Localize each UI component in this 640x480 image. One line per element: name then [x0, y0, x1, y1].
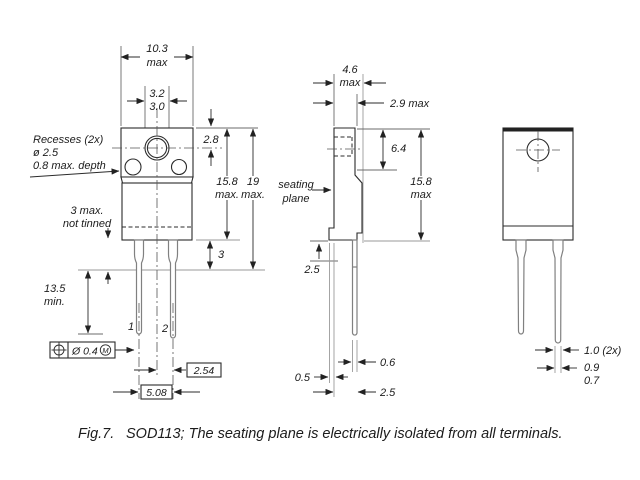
seating-line2: plane	[282, 193, 310, 205]
dim-shoulder: 3	[206, 240, 225, 270]
front-overall-h-value: 19	[247, 176, 259, 188]
dim-tab-height: 6.4	[379, 129, 406, 170]
tolerance-modifier: M	[102, 346, 109, 355]
shoulder-value: 3	[218, 249, 225, 261]
dim-lead-position: 2.5	[313, 387, 396, 399]
front-overall-h-qual: max.	[241, 189, 265, 201]
tinned-line2: not tinned	[63, 218, 112, 230]
side-depth-qual: max	[340, 77, 361, 89]
tolerance-frame: Ø 0.4 M	[49, 341, 135, 359]
recess-left	[124, 158, 142, 176]
hole-min-value: 3.0	[149, 101, 165, 113]
pin1-label: 1	[128, 321, 134, 333]
dim-rear-lead-width: 1.0 (2x)	[535, 345, 622, 357]
position-symbol-icon	[51, 342, 67, 358]
side-lead	[351, 239, 358, 336]
dim-pitch: 5.08	[113, 384, 200, 400]
lead-len-value: 13.5	[44, 283, 66, 295]
seat-offset-value: 0.5	[295, 372, 311, 384]
rear-leads	[515, 239, 564, 373]
side-view: 4.6 max 2.9 max 6.4 15.8 max seating pla…	[278, 64, 432, 399]
hole-max-value: 3.2	[149, 88, 164, 100]
caption-text: SOD113; The seating plane is electricall…	[126, 426, 563, 442]
seating-line1: seating	[278, 179, 314, 191]
label-seating-plane: seating plane	[278, 179, 332, 205]
dim-seat-offset: 0.5	[295, 372, 348, 384]
figure-caption: Fig.7. SOD113; The seating plane is elec…	[78, 426, 563, 442]
dim-standoff: 2.5	[303, 243, 323, 276]
dim-hole-diameter: 3.2 3.0	[127, 88, 187, 113]
standoff-value: 2.5	[303, 264, 320, 276]
front-width-value: 10.3	[146, 43, 168, 55]
front-leads	[133, 239, 179, 339]
pin2-label: 2	[161, 323, 168, 335]
dim-rear-tip-width: 0.9 0.7	[537, 362, 600, 387]
rear-top-edge	[503, 128, 573, 132]
front-view: 10.3 max 3.2 3.0 2.8 15.8 max. 19	[29, 43, 265, 400]
lead-position-value: 2.5	[379, 387, 396, 399]
rear-lead-width-value: 1.0 (2x)	[584, 345, 622, 357]
side-body-depth-value: 2.9 max	[389, 98, 430, 110]
side-body-h-qual: max	[411, 189, 432, 201]
rear-lead-left	[515, 239, 527, 335]
tolerance-value: Ø 0.4	[71, 346, 98, 358]
side-body-h-value: 15.8	[410, 176, 432, 188]
note-recesses: Recesses (2x) ø 2.5 0.8 max. depth	[29, 134, 120, 178]
side-body	[327, 127, 363, 241]
rear-view: 1.0 (2x) 0.9 0.7	[502, 127, 622, 387]
dim-lead-length: 13.5 min.	[44, 270, 92, 334]
lead-pin1	[133, 239, 145, 335]
front-body-h-qual: max.	[215, 189, 239, 201]
lead-thickness-value: 0.6	[380, 357, 396, 369]
recesses-line1: Recesses (2x)	[33, 134, 104, 146]
rear-body	[502, 127, 574, 241]
pitch-half-value: 2.54	[193, 365, 215, 377]
dim-hole-center-offset: 2.8	[202, 109, 220, 166]
caption-fig-label: Fig.7.	[78, 426, 114, 442]
pitch-value: 5.08	[146, 387, 167, 399]
lead-pin2	[167, 239, 179, 339]
lead-len-qual: min.	[44, 296, 65, 308]
front-body-h-value: 15.8	[216, 176, 238, 188]
hole-center-value: 2.8	[202, 134, 219, 146]
note-not-tinned: 3 max. not tinned	[63, 205, 112, 284]
rear-lead-right	[552, 239, 564, 344]
rear-tip-max-value: 0.9	[584, 362, 599, 374]
front-centerlines	[112, 108, 222, 399]
dim-front-overall-height: 19 max.	[241, 128, 265, 270]
dim-front-body-height: 15.8 max.	[215, 128, 239, 240]
mmc-symbol-icon	[99, 344, 112, 356]
dim-side-depth: 4.6 max	[313, 64, 386, 89]
side-extension-lines	[310, 74, 430, 397]
recess-right	[170, 158, 188, 176]
rear-tip-min-value: 0.7	[584, 375, 600, 387]
dim-lead-thickness: 0.6	[338, 357, 396, 369]
front-width-qual: max	[147, 57, 168, 69]
dim-side-body-height: 15.8 max	[410, 129, 433, 241]
dim-front-width: 10.3 max	[120, 43, 194, 69]
dim-side-body-depth: 2.9 max	[313, 98, 430, 110]
dim-pitch-half: 2.54	[134, 362, 222, 378]
recesses-line3: 0.8 max. depth	[33, 160, 106, 172]
tab-height-value: 6.4	[391, 143, 406, 155]
tinned-line1: 3 max.	[70, 205, 103, 217]
recesses-line2: ø 2.5	[33, 147, 59, 159]
side-depth-value: 4.6	[342, 64, 358, 76]
